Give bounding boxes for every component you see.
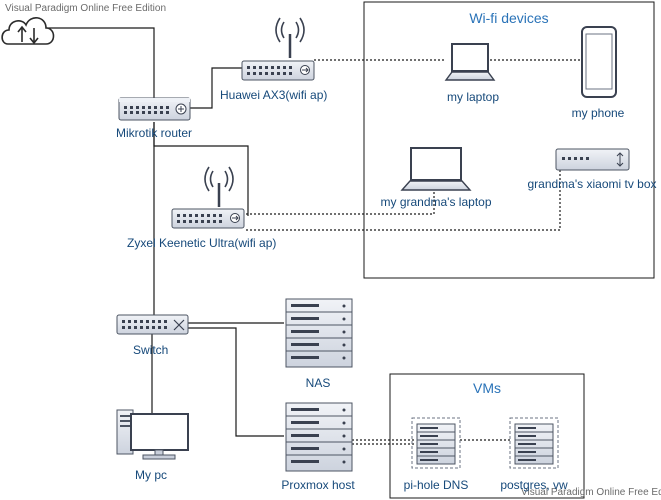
my-laptop-label: my laptop	[446, 90, 500, 104]
wifi-router-icon	[241, 17, 315, 81]
cloud-upload-download-icon	[1, 17, 55, 45]
tv-box-label: grandma's xiaomi tv box	[527, 177, 657, 191]
tv-box-icon	[555, 148, 630, 171]
link-switch-proxmox	[188, 327, 284, 437]
wifi-zyxel-grandma-laptop	[246, 186, 435, 215]
my-phone-label: my phone	[571, 106, 625, 120]
switch-label: Switch	[133, 343, 169, 357]
wired-connections	[36, 27, 284, 437]
wifi-devices-group	[363, 1, 655, 279]
zyxel-ap-label: Zyxel Keenetic Ultra(wifi ap)	[127, 236, 277, 250]
proxmox-host-label: Proxmox host	[281, 478, 355, 492]
pihole-label: pi-hole DNS	[403, 478, 469, 492]
virtual-server-icon	[411, 417, 461, 469]
wifi-router-icon	[171, 166, 245, 229]
wifi-devices-group-title: Wi-fi devices	[469, 10, 549, 26]
wireless-and-virtual-links	[246, 59, 583, 445]
laptop-icon	[444, 43, 496, 81]
laptop-icon	[400, 147, 472, 191]
watermark-top: Visual Paradigm Online Free Edition	[5, 3, 167, 14]
link-mikrotik-huawei	[188, 67, 242, 109]
vms-group	[389, 373, 585, 499]
mikrotik-router-label: Mikrotik router	[116, 126, 193, 140]
router-icon	[118, 97, 191, 121]
postgres-label: postgres, vw	[500, 478, 568, 492]
grandma-laptop-label: my grandma's laptop	[380, 195, 492, 209]
vms-group-title: VMs	[473, 380, 501, 396]
virtual-server-icon	[509, 417, 559, 469]
nas-label: NAS	[305, 376, 331, 390]
link-internet-mikrotik	[36, 27, 155, 98]
wifi-zyxel-tvbox	[246, 170, 561, 231]
watermark-bottom: Visual Paradigm Online Free Edition	[521, 487, 661, 498]
huawei-ap-label: Huawei AX3(wifi ap)	[220, 88, 328, 102]
my-pc-label: My pc	[135, 468, 168, 482]
server-rack-icon	[285, 402, 353, 472]
server-rack-icon	[285, 298, 353, 368]
smartphone-icon	[581, 26, 617, 98]
switch-icon	[116, 314, 189, 335]
desktop-pc-icon	[116, 409, 189, 460]
